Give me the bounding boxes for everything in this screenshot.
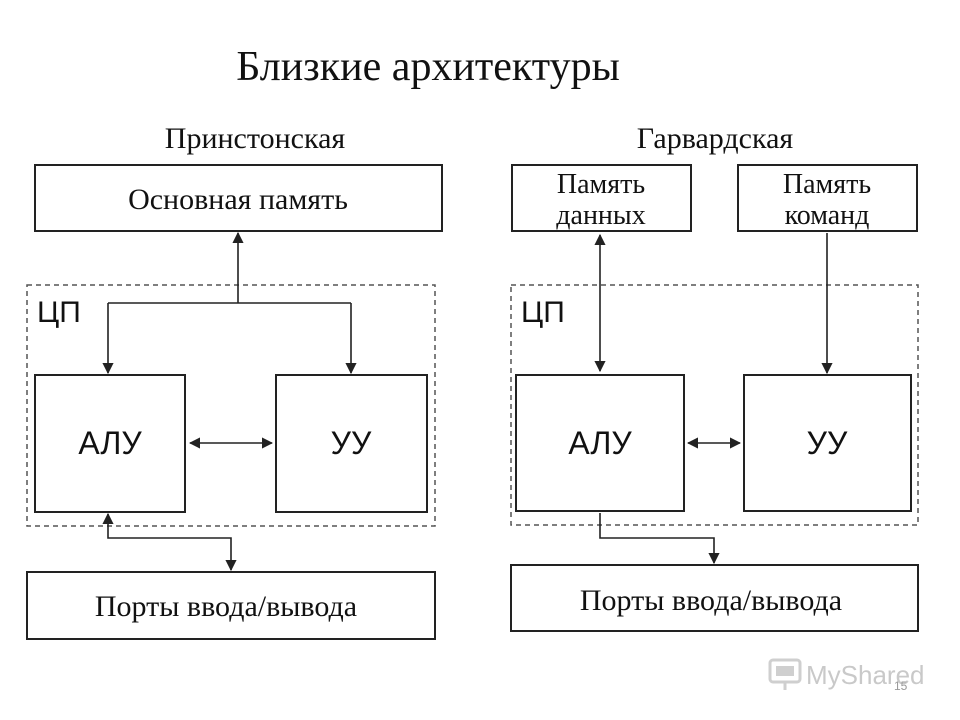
princeton-architecture: Основная память ЦП АЛУ УУ Порты ввода/вы… [26, 164, 443, 640]
princeton-alu-io-arrow [102, 512, 237, 572]
page-title: Близкие архитектуры [236, 44, 620, 90]
harvard-data-memory-label-1: Память [557, 169, 645, 200]
harvard-cpu-label: ЦП [521, 296, 565, 329]
princeton-cpu-label: ЦП [37, 296, 81, 329]
harvard-architecture: Память данных Память команд ЦП АЛУ УУ По… [510, 164, 919, 632]
princeton-cu-label: УУ [331, 425, 372, 461]
harvard-instruction-memory-label-2: команд [785, 200, 870, 231]
watermark-text: MyShared [806, 660, 925, 690]
harvard-data-memory-box [511, 164, 692, 232]
harvard-io-box [510, 564, 919, 632]
harvard-alu-io-arrow [599, 513, 720, 565]
princeton-alu-box [34, 374, 186, 513]
harvard-alu-label: АЛУ [568, 425, 632, 461]
myshared-watermark: MyShared [768, 658, 925, 690]
harvard-heading: Гарвардская [637, 122, 794, 155]
page-number: 15 [894, 679, 908, 693]
princeton-io-label: Порты ввода/вывода [95, 590, 357, 623]
princeton-main-memory-box [34, 164, 443, 232]
harvard-cu-box [743, 374, 912, 512]
princeton-heading: Принстонская [165, 122, 346, 155]
harvard-data-memory-label-2: данных [556, 200, 645, 231]
harvard-cpu-boundary [510, 284, 919, 526]
harvard-alu-box [515, 374, 685, 512]
harvard-instruction-memory-box [737, 164, 918, 232]
princeton-alu-label: АЛУ [78, 425, 142, 461]
harvard-io-label: Порты ввода/вывода [580, 584, 842, 617]
harvard-instruction-memory-label-1: Память [783, 169, 871, 200]
princeton-io-box [26, 571, 436, 640]
harvard-cu-label: УУ [807, 425, 848, 461]
presentation-icon [768, 658, 802, 690]
princeton-cu-box [275, 374, 428, 513]
princeton-main-memory-label: Основная память [128, 183, 348, 216]
